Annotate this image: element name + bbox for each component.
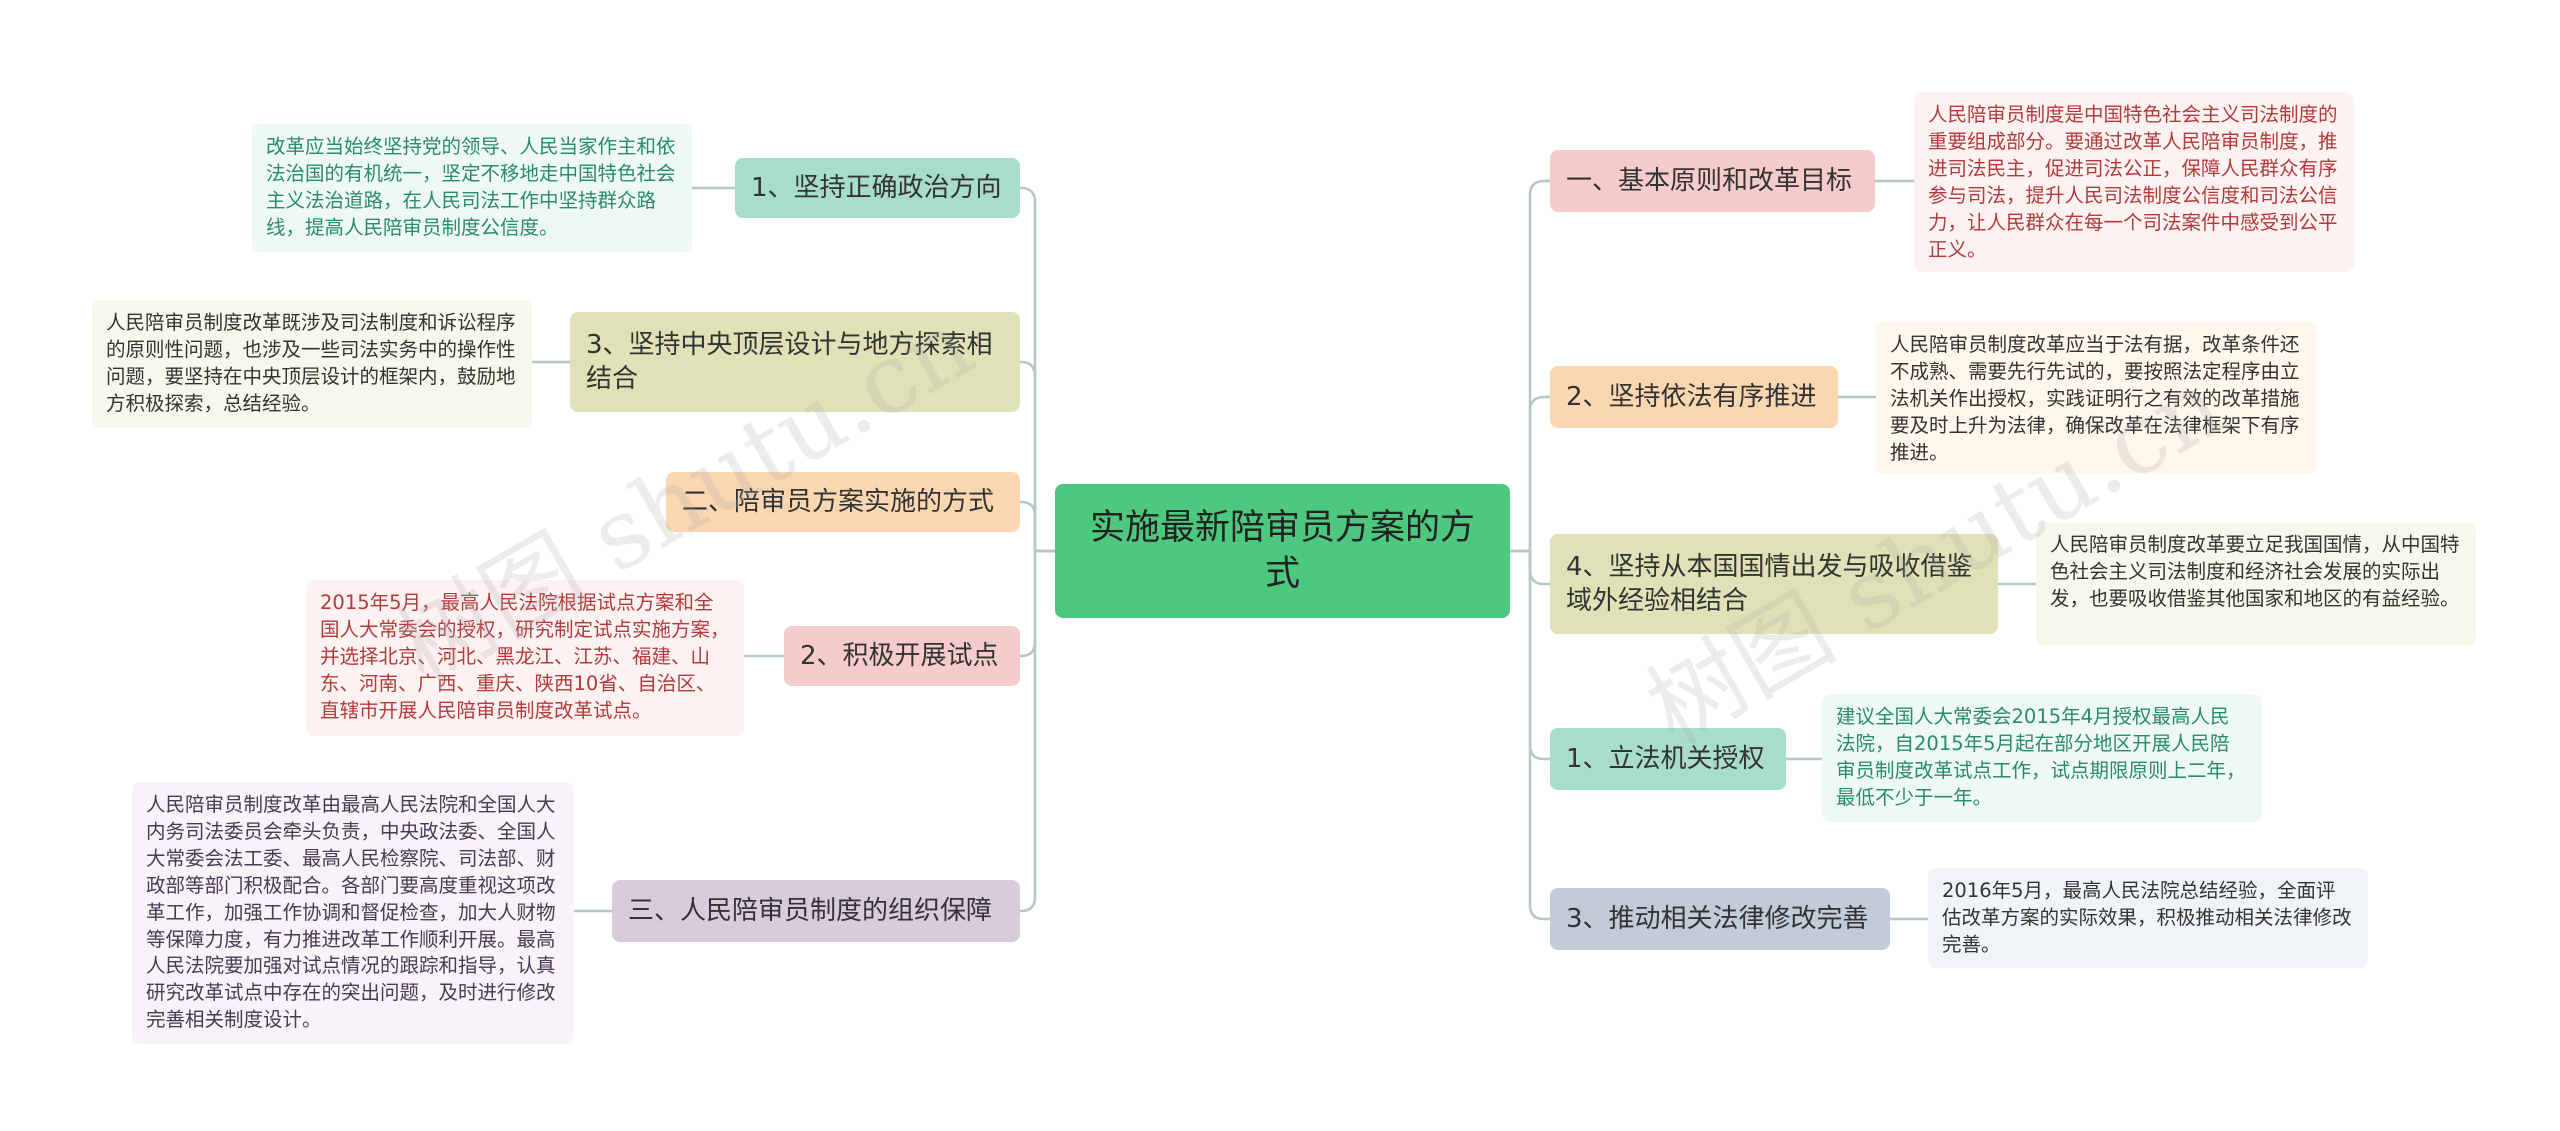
leaf-principles-goals-detail: 人民陪审员制度是中国特色社会主义司法制度的重要组成部分。要通过改革人民陪审员制度… (1914, 92, 2354, 272)
leaf-law-revision-detail: 2016年5月，最高人民法院总结经验，全面评估改革方案的实际效果，积极推动相关法… (1928, 868, 2368, 968)
branch-legislative-authorization[interactable]: 1、立法机关授权 (1550, 728, 1786, 790)
branch-label: 二、陪审员方案实施的方式 (682, 486, 995, 517)
branch-connector (1020, 186, 1055, 553)
branch-lawful-progress[interactable]: 2、坚持依法有序推进 (1550, 366, 1838, 428)
branch-connector (1510, 395, 1550, 553)
leaf-political-direction-detail: 改革应当始终坚持党的领导、人民当家作主和依法治国的有机统一，坚定不移地走中国特色… (252, 124, 692, 252)
branch-label: 1、立法机关授权 (1566, 743, 1765, 774)
branch-label: 2、积极开展试点 (800, 640, 999, 671)
branch-label: 4、坚持从本国国情出发与吸收借鉴域外经验相结合 (1566, 551, 1973, 616)
leaf-central-local-detail: 人民陪审员制度改革既涉及司法制度和诉讼程序的原则性问题，也涉及一些司法实务中的操… (92, 300, 532, 428)
branch-label: 一、基本原则和改革目标 (1566, 165, 1853, 196)
leaf-legislative-authorization-detail: 建议全国人大常委会2015年4月授权最高人民法院，自2015年5月起在部分地区开… (1822, 694, 2262, 822)
branch-label: 2、坚持依法有序推进 (1566, 381, 1817, 412)
branch-central-local[interactable]: 3、坚持中央顶层设计与地方探索相结合 (570, 312, 1020, 412)
branch-national-foreign[interactable]: 4、坚持从本国国情出发与吸收借鉴域外经验相结合 (1550, 534, 1998, 634)
branch-label: 三、人民陪审员制度的组织保障 (628, 895, 993, 926)
branch-label: 1、坚持正确政治方向 (751, 172, 1002, 203)
branch-political-direction[interactable]: 1、坚持正确政治方向 (735, 158, 1020, 218)
branch-label: 3、推动相关法律修改完善 (1566, 903, 1869, 934)
branch-connector (1510, 549, 1550, 921)
leaf-organization-guarantee-detail: 人民陪审员制度改革由最高人民法院和全国人大内务司法委员会牵头负责，中央政法委、全… (132, 782, 574, 1044)
branch-law-revision[interactable]: 3、推动相关法律修改完善 (1550, 888, 1890, 950)
root-topic-label: 实施最新陪审员方案的方式 (1089, 507, 1475, 594)
branch-connector (1020, 500, 1055, 553)
branch-connector (1020, 549, 1055, 658)
branch-connector (1020, 549, 1055, 913)
leaf-lawful-progress-detail: 人民陪审员制度改革应当于法有据，改革条件还不成熟、需要先行先试的，要按照法定程序… (1876, 322, 2316, 474)
branch-organization-guarantee[interactable]: 三、人民陪审员制度的组织保障 (612, 880, 1020, 942)
branch-principles-goals[interactable]: 一、基本原则和改革目标 (1550, 150, 1875, 212)
branch-connector (1510, 179, 1550, 553)
leaf-national-foreign-detail: 人民陪审员制度改革要立足我国国情，从中国特色社会主义司法制度和经济社会发展的实际… (2036, 522, 2476, 646)
branch-label: 3、坚持中央顶层设计与地方探索相结合 (586, 329, 993, 394)
leaf-pilot-detail: 2015年5月，最高人民法院根据试点方案和全国人大常委会的授权，研究制定试点实施… (306, 580, 744, 736)
branch-connector (1020, 360, 1055, 553)
branch-implementation-method[interactable]: 二、陪审员方案实施的方式 (666, 472, 1020, 532)
root-topic[interactable]: 实施最新陪审员方案的方式 (1055, 484, 1510, 618)
branch-pilot[interactable]: 2、积极开展试点 (784, 626, 1020, 686)
